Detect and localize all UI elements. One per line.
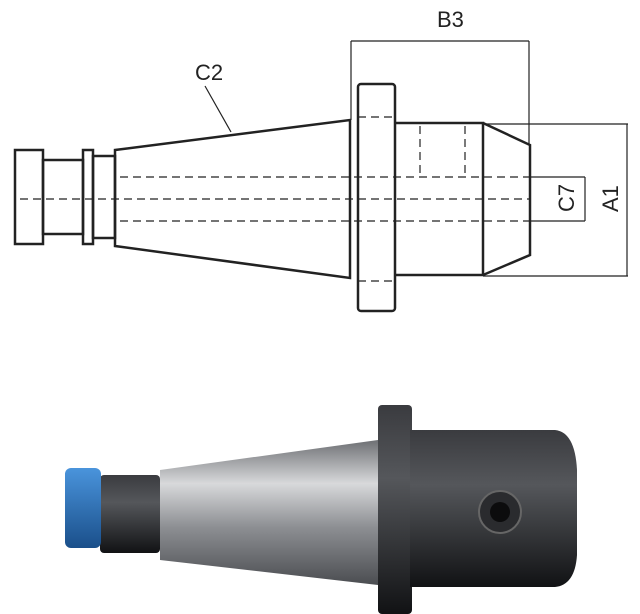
photo-cone: [160, 440, 378, 585]
a1-label: A1: [598, 185, 623, 212]
hex-socket-icon: [490, 502, 510, 522]
pull-stud-neck: [41, 158, 85, 236]
nose: [482, 121, 532, 277]
c2-leader-line: [204, 85, 232, 133]
pull-stud-head: [13, 148, 45, 246]
photo-flange: [378, 405, 412, 614]
photo-blue-ring: [65, 468, 101, 548]
c7-label: C7: [554, 184, 579, 212]
collar: [91, 154, 117, 240]
c2-label: C2: [195, 60, 223, 85]
taper-cone: [113, 118, 352, 280]
product-photo: [65, 405, 577, 614]
photo-collar: [100, 475, 160, 553]
collar-ring: [81, 148, 95, 246]
b3-label: B3: [437, 7, 464, 32]
flange: [356, 82, 397, 313]
